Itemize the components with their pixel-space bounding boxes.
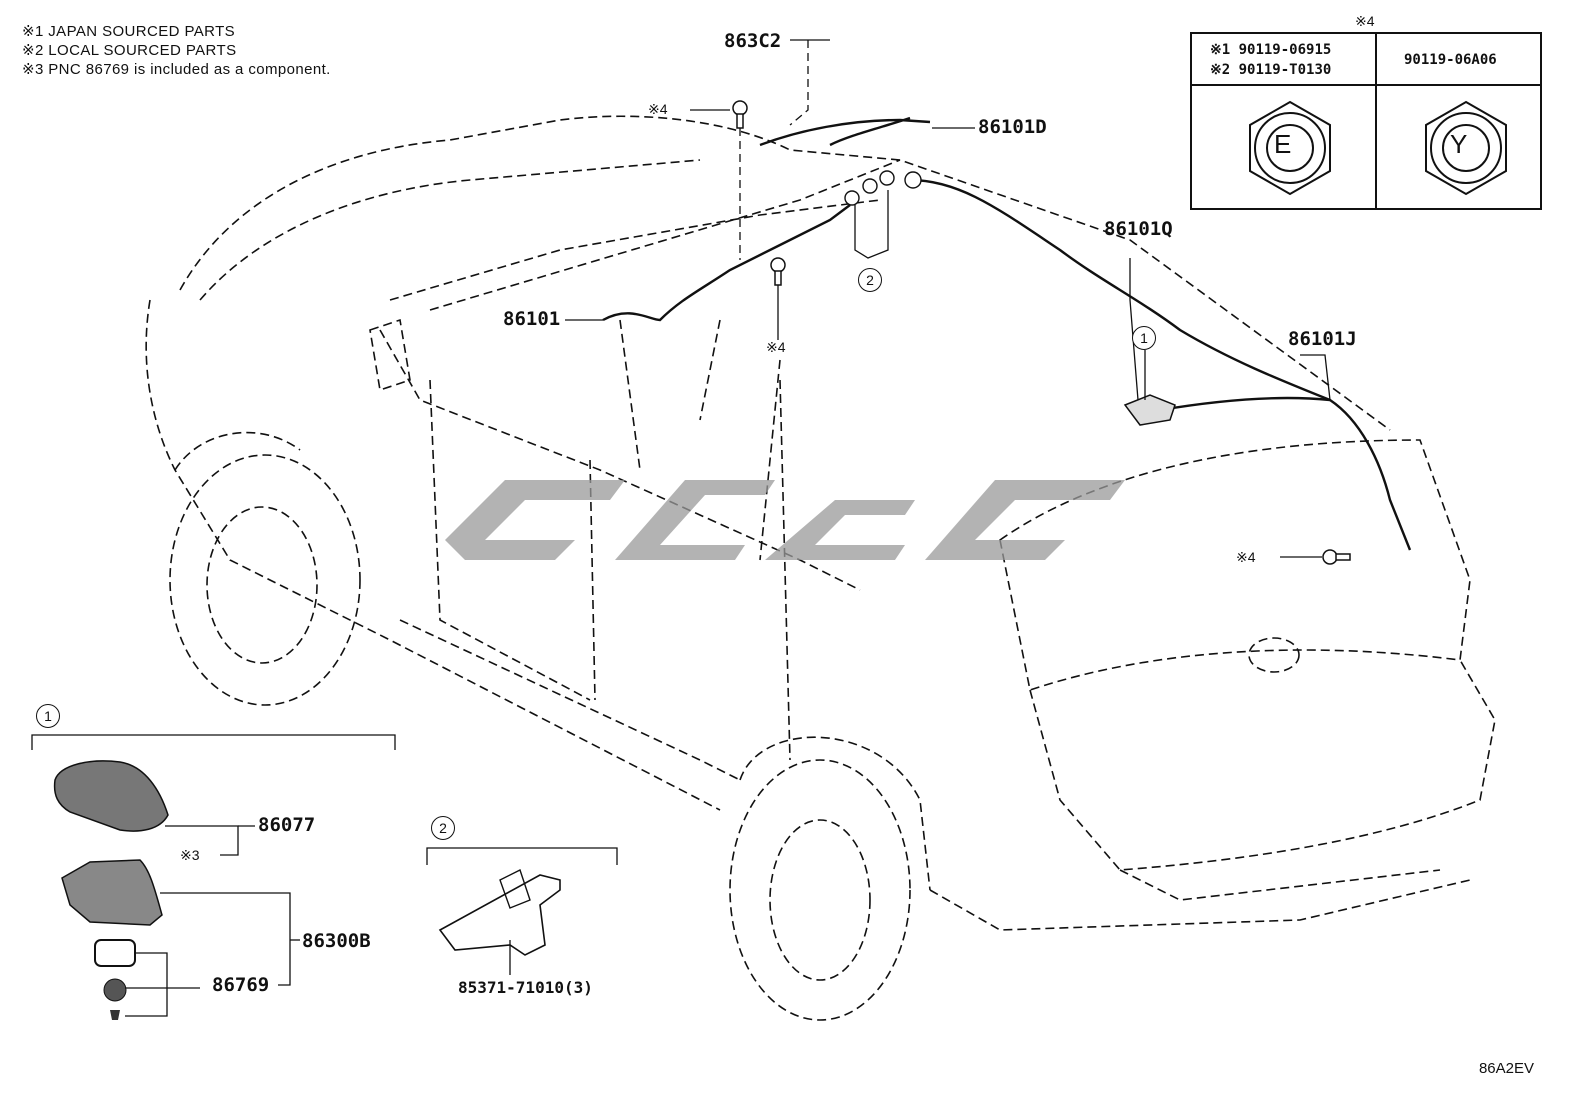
note-2: ※2 LOCAL SOURCED PARTS [22, 42, 237, 59]
bolt-shapes [732, 100, 1351, 565]
shark-fin-cover-shape [53, 760, 169, 832]
note-3: ※3 PNC 86769 is included as a component. [22, 61, 331, 78]
label-86101q: 86101Q [1104, 218, 1173, 240]
notes-block: ※1 JAPAN SOURCED PARTS ※2 LOCAL SOURCED … [22, 24, 331, 81]
gasket-and-nut-shapes [94, 939, 136, 1020]
bolt-mark-e: E [1274, 129, 1292, 159]
bolt-table-right-pn: 90119-06A06 [1404, 52, 1497, 68]
callout-2-on-car: 2 [858, 268, 882, 292]
label-bolt-ref-top: ※4 [648, 101, 668, 117]
label-note3-ref: ※3 [180, 847, 200, 863]
bolt-head-y-icon [1425, 100, 1507, 196]
bolt-head-e-icon [1249, 100, 1331, 196]
callout-1-on-car: 1 [1132, 326, 1156, 350]
harness-clips [844, 170, 922, 206]
label-86101d: 86101D [978, 116, 1047, 138]
table-title: ※4 [1355, 13, 1375, 29]
label-863c2: 863C2 [724, 30, 782, 52]
label-86101: 86101 [503, 308, 561, 330]
label-86101j: 86101J [1288, 328, 1357, 350]
label-85371-71010: 85371-71010(3) [458, 978, 593, 997]
watermark-logo [445, 480, 1125, 560]
wire-harness [602, 116, 1412, 551]
bolt-table-row1: ※1 90119-06915 [1210, 42, 1332, 58]
diagram-reference-code: 86A2EV [1478, 1060, 1534, 1077]
label-bolt-ref-mid: ※4 [766, 339, 786, 355]
bolt-table-row2: ※2 90119-T0130 [1210, 62, 1332, 78]
label-86300b: 86300B [302, 930, 371, 952]
label-86077: 86077 [258, 814, 316, 836]
leader-lines [31, 39, 1331, 1017]
callout-2-box: 2 [431, 816, 455, 840]
bolt-table: ※1 90119-06915 ※2 90119-T0130 90119-06A0… [1190, 32, 1542, 210]
roof-antenna-shape [1123, 394, 1176, 426]
label-86769: 86769 [212, 974, 270, 996]
antenna-assembly-shape [61, 859, 163, 926]
clamp-shape [438, 869, 561, 956]
vehicle-outline [145, 115, 1496, 1021]
callout-1-box: 1 [36, 704, 60, 728]
bolt-mark-y: Y [1450, 129, 1468, 159]
label-bolt-ref-rear: ※4 [1236, 549, 1256, 565]
note-1: ※1 JAPAN SOURCED PARTS [22, 23, 236, 40]
